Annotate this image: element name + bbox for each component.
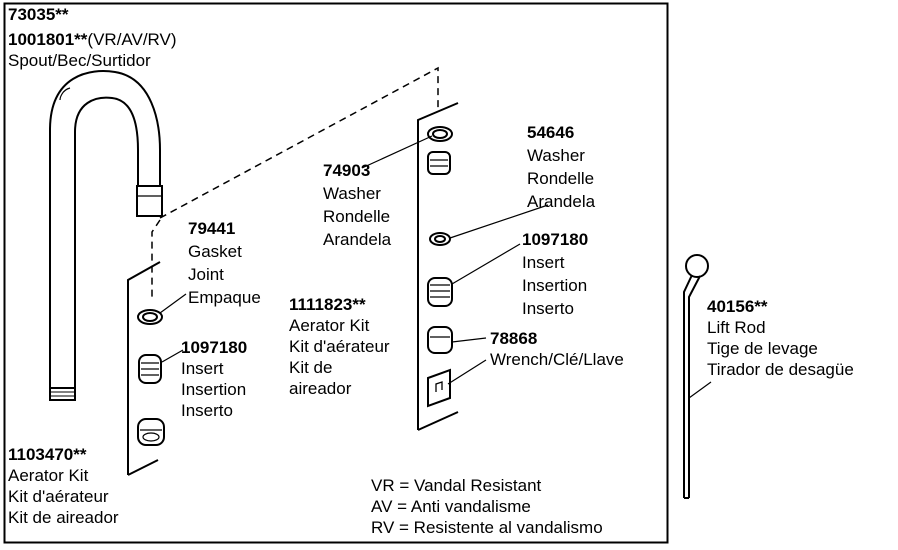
insert-left-label: 1097180 Insert Insertion Inserto [181,337,247,421]
washer-left-line: Rondelle [323,207,391,226]
insert-left-line: Insert [181,359,224,378]
legend-line: VR = Vandal Resistant [371,476,542,495]
aerator-kit-line: Aerator Kit [8,466,89,485]
aerator-kit-vr-line: aireador [289,379,352,398]
insert-right-part: 1097180 [522,230,589,249]
assembly-dashes [151,66,439,300]
aerator-kit-vr-label: 1111823** Aerator Kit Kit d'aérateur Kit… [289,294,390,399]
lift-rod-drawing [683,254,712,499]
gasket-part: 79441 [188,219,236,238]
washer-right-part: 54646 [527,123,575,142]
spout-drawing [49,70,163,401]
lift-rod-line: Lift Rod [707,318,766,337]
legend-line: RV = Resistente al vandalismo [371,518,603,537]
wrench-part: 78868 [490,329,538,348]
lift-rod-line: Tirador de desagüe [707,360,854,379]
legend: VR = Vandal Resistant AV = Anti vandalis… [371,475,603,538]
insert-right-line: Inserto [522,299,574,318]
aerator-kit-line: Kit de aireador [8,508,119,527]
aerator-kit-line: Kit d'aérateur [8,487,109,506]
gasket-line: Gasket [188,242,242,261]
spout-name: Spout/Bec/Surtidor [8,51,151,70]
insert-right-line: Insertion [522,276,588,295]
insert-left-line: Inserto [181,401,233,420]
washer-right-line: Washer [527,146,585,165]
gasket-label: 79441 Gasket Joint Empaque [188,218,261,308]
lift-rod-line: Tige de levage [707,339,818,358]
washer-right-line: Rondelle [527,169,595,188]
lift-rod-label: 40156** Lift Rod Tige de levage Tirador … [707,296,854,380]
aerator-kit-vr-line: Kit de [289,358,333,377]
aerator-kit-vr-line: Kit d'aérateur [289,337,390,356]
spout-variants: (VR/AV/RV) [87,30,177,49]
insert-right-label: 1097180 Insert Insertion Inserto [522,229,588,319]
aerator-kit-vr-line: Aerator Kit [289,316,370,335]
washer-left-line: Washer [323,184,381,203]
washer-left-label: 74903 Washer Rondelle Arandela [323,160,391,250]
lift-rod-part: 40156** [707,297,768,316]
gasket-line: Joint [188,265,224,284]
gasket-line: Empaque [188,288,261,307]
aerator-kit-label: 1103470** Aerator Kit Kit d'aérateur Kit… [8,444,119,528]
legend-line: AV = Anti vandalisme [371,497,531,516]
spout-part-number-2: 1001801** [8,30,88,49]
left-parts-column [127,261,165,476]
insert-right-line: Insert [522,253,565,272]
washer-right-line: Arandela [527,192,596,211]
right-parts-column [417,102,459,431]
leader-lines [159,135,549,385]
wrench-label: 78868 Wrench/Clé/Llave [490,328,624,370]
wrench-name: Wrench/Clé/Llave [490,350,624,369]
frame-border [3,2,669,544]
aerator-kit-vr-part: 1111823** [289,295,366,314]
washer-left-part: 74903 [323,161,371,180]
washer-left-line: Arandela [323,230,392,249]
washer-right-label: 54646 Washer Rondelle Arandela [527,122,595,212]
aerator-kit-part: 1103470** [8,445,87,464]
spout-part-number: 73035** [8,5,69,24]
insert-left-line: Insertion [181,380,247,399]
insert-left-part: 1097180 [181,338,248,357]
spout-label: 73035** 1001801**(VR/AV/RV) Spout/Bec/Su… [8,4,177,71]
